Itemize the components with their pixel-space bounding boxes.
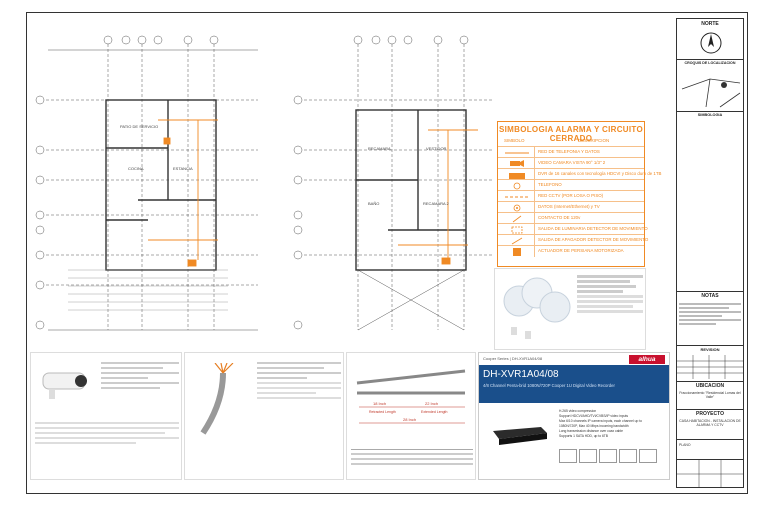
dvr-icon xyxy=(509,172,525,179)
symbology-label: SIMBOLOGIA xyxy=(697,113,723,117)
symbology-legend: SIMBOLOGIA ALARMA Y CIRCUITO CERRADO SIM… xyxy=(497,121,662,267)
sensor-spec-text xyxy=(577,273,643,315)
legend-row: DVR de 16 canales con tecnología HDCVI y… xyxy=(498,168,662,180)
motion-switch-icon xyxy=(511,237,523,244)
motion-sensor-photo xyxy=(503,277,571,339)
room-label: RECAMARA 2 xyxy=(423,201,450,206)
linear-actuator-drawing: 18 Inch Retracted Length 22 Inch Extende… xyxy=(356,369,466,424)
notes-text xyxy=(679,301,741,327)
room-label: BAÑO xyxy=(368,201,379,206)
nvr-header: Cooper Series | DH-XVR1A04/08 xyxy=(483,356,543,361)
location-sketch xyxy=(681,78,741,108)
sheet-info-table xyxy=(677,460,743,488)
legend-col-description: DESCRIPCION xyxy=(578,138,610,143)
title-block: NORTE CROQUIS DE LOCALIZACION SIMBOLOGIA… xyxy=(676,18,744,488)
legend-row: DATOS (Internet/Ethernet) y TV xyxy=(498,201,644,213)
legend-row: SALIDA DE APAGADOR DETECTOR DE MOVIMIENT… xyxy=(498,234,648,246)
nvr-features: H.265 video compression Support HDCVI/AH… xyxy=(559,409,642,438)
nvr-badges xyxy=(559,449,657,463)
legend-row: VIDEO CAMARA VISTA 90° 1/3" 2 xyxy=(498,157,644,169)
data-outlet-icon xyxy=(513,204,521,211)
actuator-spec-card: 18 Inch Retracted Length 22 Inch Extende… xyxy=(346,352,476,480)
address-text: Fraccionamiento "Residencial Lomas del V… xyxy=(679,391,741,399)
blind-actuator-icon xyxy=(513,247,521,256)
legend-row: TELEFONO xyxy=(498,179,644,191)
legend-row: ACTUADOR DE PERSIANA MOTORIZADA xyxy=(498,245,644,257)
legend-row: RED CCTV (POR LOSA O PISO) xyxy=(498,190,644,202)
camera-spec-card xyxy=(30,352,182,480)
brand-logo: alhua xyxy=(629,355,665,364)
svg-text:28 Inch: 28 Inch xyxy=(403,417,416,422)
notes-label: NOTAS xyxy=(701,293,719,299)
svg-text:Retracted Length: Retracted Length xyxy=(369,410,396,414)
legend-row: CONTACTO DE 120v xyxy=(498,212,644,224)
motion-light-icon xyxy=(511,226,523,233)
telephone-icon xyxy=(513,182,521,189)
revision-label: REVISION xyxy=(700,347,720,352)
plano-label: PLANO xyxy=(679,443,691,447)
project-label: PROYECTO xyxy=(696,411,724,417)
nvr-model: DH-XVR1A04/08 xyxy=(483,369,559,380)
cctv-line-icon xyxy=(505,196,529,197)
nvr-device-photo xyxy=(493,427,547,445)
ubicacion-label: UBICACION xyxy=(695,383,725,389)
project-name: CASA HABITACION - INSTALACION DE ALARMA … xyxy=(679,419,741,427)
nvr-subtitle: 4/8 Channel Penta-brid 1080N/720P Cooper… xyxy=(483,383,615,388)
sensor-spec-card xyxy=(494,268,646,350)
svg-text:18 Inch: 18 Inch xyxy=(373,401,386,406)
bullet-camera-photo xyxy=(42,372,87,399)
north-arrow-icon xyxy=(700,32,722,54)
room-label: PATIO DE SERVICIO xyxy=(120,124,158,129)
svg-text:22 Inch: 22 Inch xyxy=(425,401,438,406)
room-label: COCINA xyxy=(128,166,144,171)
room-label: ESTANCIA xyxy=(173,166,193,171)
legend-title: SIMBOLOGIA ALARMA Y CIRCUITO CERRADO xyxy=(499,125,643,143)
utp-cable-photo xyxy=(200,363,234,435)
svg-text:Extended Length: Extended Length xyxy=(421,410,448,414)
legend-row: SALIDA DE LUMINARIA DETECTOR DE MOVIMIEN… xyxy=(498,223,648,235)
legend-row: RED DE TELEFONIA Y DATOS xyxy=(498,146,644,158)
cable-spec-card xyxy=(184,352,344,480)
revision-table xyxy=(677,355,743,379)
room-label: RECAMARA xyxy=(368,146,391,151)
room-label: VESTIDOR xyxy=(426,146,447,151)
north-label: NORTE xyxy=(701,21,719,27)
floor-plan-right: RECAMARA VESTIDOR BAÑO RECAMARA 2 xyxy=(288,30,498,340)
location-label: CROQUIS DE LOCALIZACION xyxy=(684,61,736,65)
floor-plan-left: PATIO DE SERVICIO COCINA ESTANCIA xyxy=(28,30,274,340)
outlet-icon xyxy=(512,215,522,222)
nvr-datasheet: Cooper Series | DH-XVR1A04/08 alhua DH-X… xyxy=(478,352,670,480)
legend-col-symbol: SIMBOLO xyxy=(504,138,525,143)
telephone-line-icon xyxy=(505,152,529,153)
camera-icon xyxy=(510,160,524,167)
